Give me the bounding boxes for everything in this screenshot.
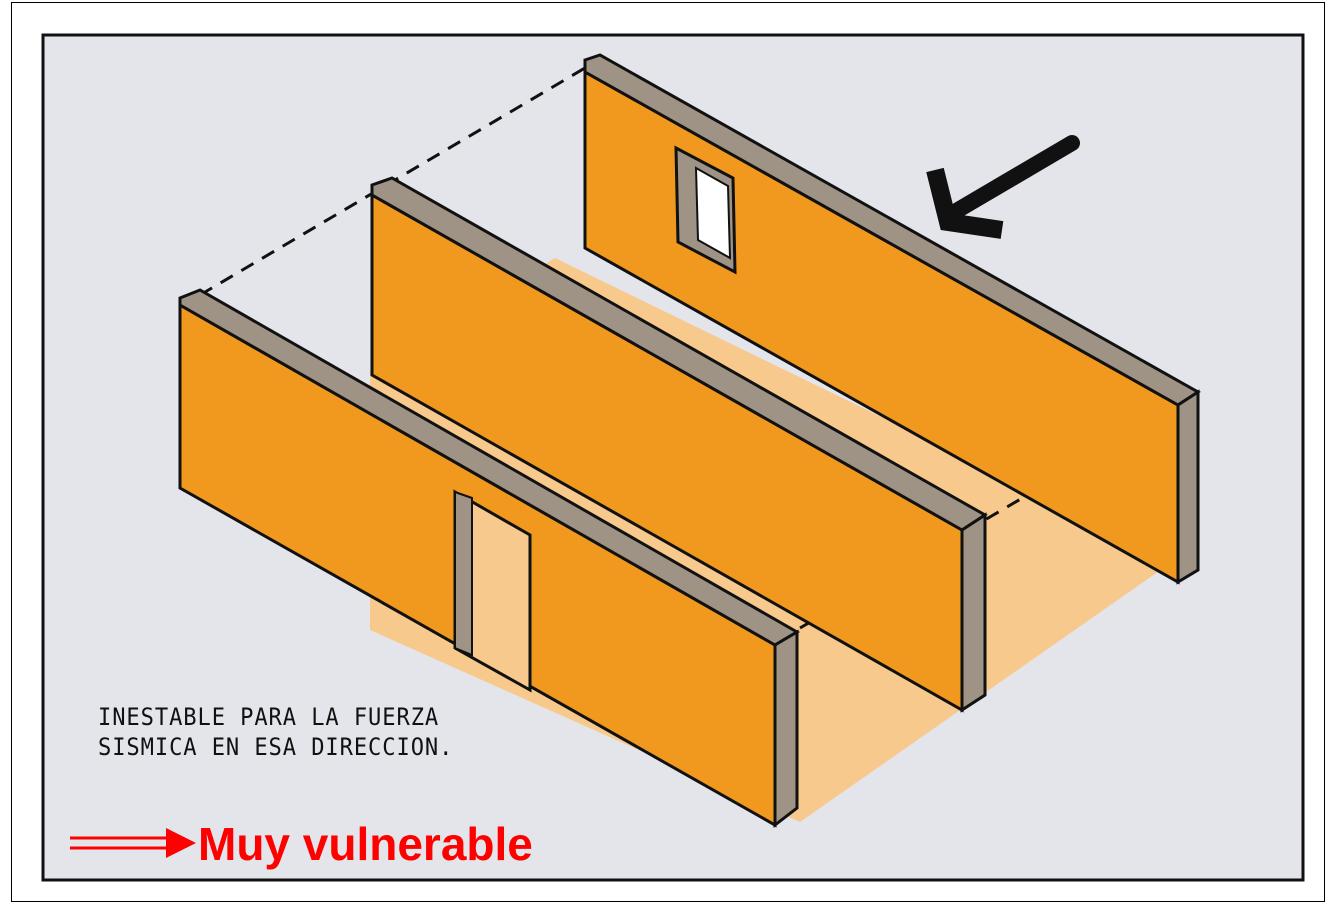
arrow-right-icon bbox=[70, 828, 196, 858]
caption: INESTABLE PARA LA FUERZA SISMICA EN ESA … bbox=[98, 702, 540, 762]
caption-line-1: INESTABLE PARA LA FUERZA bbox=[98, 703, 440, 731]
wall-middle bbox=[370, 176, 988, 713]
wall-front bbox=[178, 288, 800, 829]
arrow-down-left-icon bbox=[926, 135, 1080, 239]
wall-back bbox=[583, 53, 1201, 585]
slide-border bbox=[11, 2, 1325, 902]
caption-line-2: SISMICA EN ESA DIRECCION. bbox=[98, 733, 454, 761]
vulnerability-label: Muy vulnerable bbox=[70, 816, 533, 872]
vulnerability-text: Muy vulnerable bbox=[198, 818, 533, 870]
